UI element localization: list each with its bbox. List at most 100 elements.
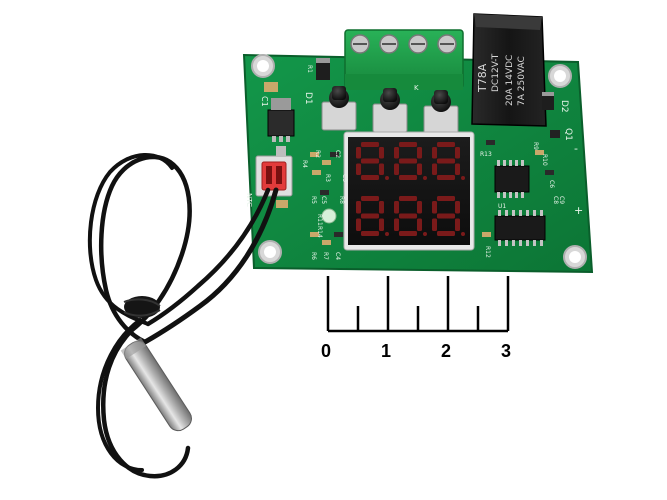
label-c3: C3 bbox=[341, 174, 348, 182]
label-r4: R4 bbox=[301, 160, 308, 168]
diode-d1 bbox=[316, 58, 330, 80]
digit-segment bbox=[361, 231, 379, 236]
label-k: K bbox=[414, 84, 419, 92]
ntc-connector bbox=[255, 146, 293, 208]
digit-segment bbox=[361, 196, 379, 201]
terminal-screw-3 bbox=[408, 34, 428, 54]
seven-segment-digit bbox=[394, 196, 427, 236]
digit-segment bbox=[399, 175, 417, 180]
seven-segment-digit bbox=[356, 142, 389, 180]
scale-ruler bbox=[326, 276, 510, 333]
decimal-point bbox=[461, 176, 465, 180]
digit-segment bbox=[417, 163, 422, 175]
led-display bbox=[343, 131, 475, 251]
label-r2: R2 bbox=[314, 150, 321, 158]
digit-segment bbox=[399, 196, 417, 201]
decimal-point bbox=[385, 176, 389, 180]
display-row-bottom bbox=[356, 196, 465, 236]
digit-segment bbox=[432, 201, 437, 214]
digit-segment bbox=[417, 218, 422, 231]
push-button-down bbox=[423, 90, 459, 135]
ruler-label-0: 0 bbox=[321, 341, 331, 361]
label-q1: Q1 bbox=[563, 128, 573, 141]
label-r10: R10 bbox=[541, 154, 548, 166]
relay-marking-3: 20A 14VDC bbox=[505, 55, 515, 106]
label-r12: R12 bbox=[484, 246, 491, 258]
digit-segment bbox=[437, 196, 455, 201]
label-ntc: NTC bbox=[245, 193, 253, 207]
label-r6: R6 bbox=[310, 252, 317, 260]
mounting-hole-top-left bbox=[251, 54, 275, 78]
transistor-q1 bbox=[550, 130, 560, 138]
digit-segment bbox=[361, 213, 379, 219]
digit-segment bbox=[379, 147, 384, 159]
digit-segment bbox=[399, 213, 417, 219]
label-r3: R3 bbox=[324, 174, 331, 182]
digit-segment bbox=[356, 163, 361, 175]
terminal-screw-1 bbox=[350, 34, 370, 54]
digit-segment bbox=[455, 218, 460, 231]
cable-bundle-knot bbox=[123, 296, 161, 318]
microcontroller-chip bbox=[494, 160, 530, 198]
push-button-set bbox=[321, 86, 357, 131]
silkscreen-labels: D1 C1 D2 Q1 NTC K + - R1 R2 R3 R4 R5 R6 … bbox=[245, 65, 583, 260]
mounting-hole-top-right bbox=[548, 64, 572, 88]
smd-components bbox=[310, 140, 554, 245]
digit-segment bbox=[399, 142, 417, 147]
terminal-screw-2 bbox=[379, 34, 399, 54]
display-row-top bbox=[356, 142, 465, 180]
label-r7: R7 bbox=[322, 252, 329, 260]
ruler-label-1: 1 bbox=[381, 341, 391, 361]
label-d2: D2 bbox=[559, 100, 569, 113]
digit-segment bbox=[361, 142, 379, 147]
driver-chip bbox=[494, 210, 546, 246]
digit-segment bbox=[356, 218, 361, 231]
decimal-point bbox=[461, 232, 465, 236]
label-r5: R5 bbox=[310, 196, 317, 204]
decimal-point bbox=[423, 176, 427, 180]
digit-segment bbox=[394, 201, 399, 214]
label-c1: C1 bbox=[260, 96, 269, 107]
digit-segment bbox=[399, 158, 417, 164]
digit-segment bbox=[417, 201, 422, 214]
capacitor-c1 bbox=[264, 82, 278, 92]
label-r1: R1 bbox=[306, 65, 313, 73]
terminal-screw-4 bbox=[437, 34, 457, 54]
label-c8: C8 bbox=[552, 196, 559, 204]
digit-segment bbox=[437, 231, 455, 236]
seven-segment-digit bbox=[394, 142, 427, 180]
seven-segment-digit bbox=[356, 196, 389, 236]
digit-segment bbox=[437, 158, 455, 164]
sensor-cable bbox=[87, 153, 279, 479]
label-d1: D1 bbox=[303, 92, 313, 105]
label-c2: C2 bbox=[334, 150, 341, 158]
label-c5: C5 bbox=[320, 196, 327, 204]
label-c9: C9 bbox=[558, 196, 565, 204]
digit-segment bbox=[399, 231, 417, 236]
label-r14: R14 bbox=[316, 226, 323, 238]
digit-segment bbox=[437, 142, 455, 147]
label-c4: C4 bbox=[334, 252, 341, 260]
relay-marking-2: DC12V-T bbox=[491, 53, 501, 92]
label-r13: R13 bbox=[480, 151, 492, 158]
ruler-label-3: 3 bbox=[501, 341, 511, 361]
seven-segment-digit bbox=[432, 196, 465, 236]
digit-segment bbox=[361, 175, 379, 180]
label-plus: + bbox=[574, 204, 583, 217]
ruler-label-2: 2 bbox=[441, 341, 451, 361]
digit-segment bbox=[361, 158, 379, 164]
digit-segment bbox=[432, 163, 437, 175]
digit-segment bbox=[379, 163, 384, 175]
mounting-hole-bottom-left bbox=[258, 240, 282, 264]
label-r8: R8 bbox=[338, 196, 345, 204]
push-button-up bbox=[372, 88, 408, 133]
digit-segment bbox=[356, 201, 361, 214]
digit-segment bbox=[356, 147, 361, 159]
digit-segment bbox=[432, 147, 437, 159]
label-r11: R11 bbox=[316, 214, 323, 226]
seven-segment-digit bbox=[432, 142, 465, 180]
relay: T78A DC12V-T 20A 14VDC 7A 250VAC bbox=[471, 13, 547, 127]
digit-segment bbox=[379, 201, 384, 214]
digit-segment bbox=[417, 147, 422, 159]
